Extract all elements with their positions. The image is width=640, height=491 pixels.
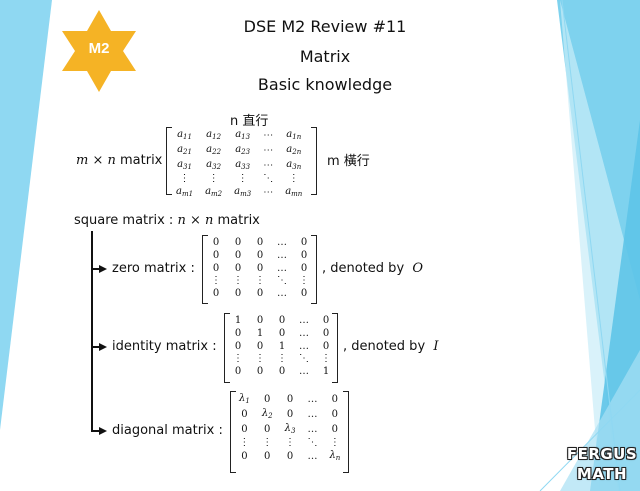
left-bracket xyxy=(202,235,208,304)
page-title: DSE M2 Review #11 xyxy=(243,17,407,36)
diagonal-matrix-label: diagonal matrix : xyxy=(112,423,223,438)
zero-matrix-label: zero matrix : xyxy=(112,261,195,276)
zero-symbol: O xyxy=(412,261,424,276)
general-matrix-suffix: matrix xyxy=(115,153,163,168)
branch-identity xyxy=(91,346,99,348)
identity-symbol: I xyxy=(433,339,439,354)
right-bracket xyxy=(311,127,317,195)
square-matrix-label: square matrix : n × n matrix xyxy=(74,213,260,228)
left-blue-band xyxy=(0,0,52,430)
star-icon xyxy=(62,10,136,92)
identity-denoted: , denoted by I xyxy=(343,339,439,354)
general-matrix-label: m × n matrix xyxy=(76,153,162,168)
arrow-right-icon xyxy=(99,427,107,435)
zero-denoted: , denoted by O xyxy=(322,261,424,276)
right-bracket xyxy=(343,391,349,473)
right-bracket xyxy=(332,313,338,383)
page-subtitle: Matrix xyxy=(299,47,351,66)
left-bracket xyxy=(230,391,236,473)
badge-label: M2 xyxy=(88,40,110,57)
page-topic: Basic knowledge xyxy=(257,75,393,94)
left-bracket xyxy=(166,127,172,195)
column-note: n 直行 xyxy=(230,114,269,129)
general-matrix-math: m × n xyxy=(76,153,116,168)
branch-zero xyxy=(91,268,99,270)
left-bracket xyxy=(224,313,230,383)
branch-diagonal xyxy=(91,430,99,432)
identity-matrix-label: identity matrix : xyxy=(112,339,217,354)
tree-trunk-line xyxy=(91,231,93,431)
right-bracket xyxy=(311,235,317,304)
arrow-right-icon xyxy=(99,343,107,351)
arrow-right-icon xyxy=(99,265,107,273)
fergus-math-logo: FERGUS MATH xyxy=(566,445,638,483)
row-note: m 橫行 xyxy=(327,154,370,169)
